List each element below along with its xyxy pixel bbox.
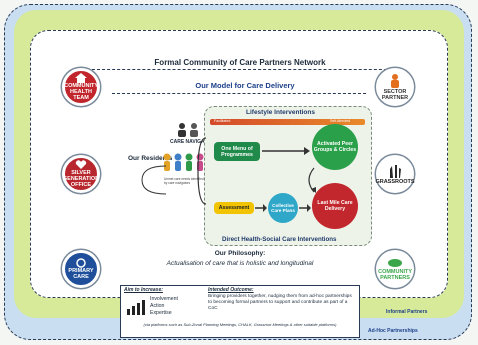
last-mile-care-delivery: Last Mile Care Delivery	[312, 183, 358, 229]
silver-generation-office-partner: SILVER GENERATION OFFICE	[62, 155, 100, 193]
community-partners-partner: COMMUNITY PARTNERS	[376, 250, 414, 288]
sector-partner: SECTOR PARTNER	[376, 68, 414, 106]
informal-partners-label: Informal Partners	[386, 309, 428, 315]
residents-bracket	[141, 165, 167, 195]
outcome-title: Intended Outcome:	[208, 287, 254, 293]
aim-list: Involvement Action Expertise	[150, 296, 178, 317]
aim-item-expertise: Expertise	[150, 310, 172, 316]
handshake-person-icon	[391, 74, 399, 88]
lifestyle-spectrum-bar	[210, 119, 365, 125]
handshake-icon	[388, 259, 402, 267]
direct-title: Direct Health-Social Care Interventions	[222, 236, 337, 243]
silver-generation-label: SILVER GENERATION OFFICE	[62, 170, 100, 188]
community-partners-label: COMMUNITY PARTNERS	[378, 269, 413, 281]
aim-title: Aim to Increase:	[124, 287, 163, 293]
outcome-text: Bringing providers together, nudging the…	[208, 294, 352, 311]
residents-label: Our Residents	[128, 155, 173, 162]
community-health-team-label: COMMUNITY HEALTH TEAM	[64, 83, 99, 101]
grassroots-partner: GRASSROOTS	[375, 155, 415, 193]
philosophy-text: Actualisation of care that is holistic a…	[166, 260, 314, 267]
stethoscope-icon	[76, 258, 86, 268]
arrow-to-last-mile	[299, 204, 311, 212]
model-divider	[112, 93, 366, 94]
model-title: Our Model for Care Delivery	[195, 81, 295, 90]
residents-note: Unmet care needs identified by care navi…	[164, 177, 204, 185]
community-health-team-partner: COMMUNITY HEALTH TEAM	[62, 68, 100, 106]
one-menu-programmes: One Menu of Programmes	[214, 142, 260, 161]
facilitated-tag: Facilitated	[214, 119, 231, 123]
bar-chart-icon	[127, 300, 145, 315]
aim-item-action: Action	[150, 303, 165, 309]
care-navigators-label: CARE NAVIGATORS	[170, 139, 219, 145]
raised-hands-icon	[390, 165, 401, 178]
model-bracket	[197, 137, 207, 205]
self-directed-tag: Self-directed	[330, 119, 351, 123]
footnote: (via platforms such as Sub-Zonal Plannin…	[143, 322, 337, 327]
primary-care-label: PRIMARY CARE	[68, 268, 94, 280]
cycle-arrow-icon	[308, 167, 316, 193]
network-divider	[92, 69, 402, 70]
arrow-to-collective	[255, 204, 267, 212]
aim-item-involvement: Involvement	[150, 296, 178, 302]
care-navigators-icon	[178, 123, 198, 137]
collective-care-plans: Collective Care Plans	[268, 193, 298, 223]
aim-outcome-box	[120, 285, 360, 338]
adhoc-partnerships-label: Ad-Hoc Partnerships	[368, 328, 418, 334]
house-icon	[75, 73, 87, 83]
assessment-step: Assessment	[214, 202, 254, 214]
heart-hands-icon	[75, 160, 87, 169]
activated-peer-groups: Activated Peer Groups & Circles	[312, 124, 358, 170]
lifestyle-title: Lifestyle Interventions	[246, 109, 315, 116]
philosophy-title: Our Philosophy:	[214, 250, 266, 257]
grassroots-label: GRASSROOTS	[375, 179, 415, 185]
primary-care-partner: PRIMARY CARE	[62, 250, 100, 288]
arrow-to-activated	[262, 147, 310, 155]
network-title: Formal Community of Care Partners Networ…	[154, 58, 326, 67]
sector-partner-label: SECTOR PARTNER	[381, 89, 409, 101]
